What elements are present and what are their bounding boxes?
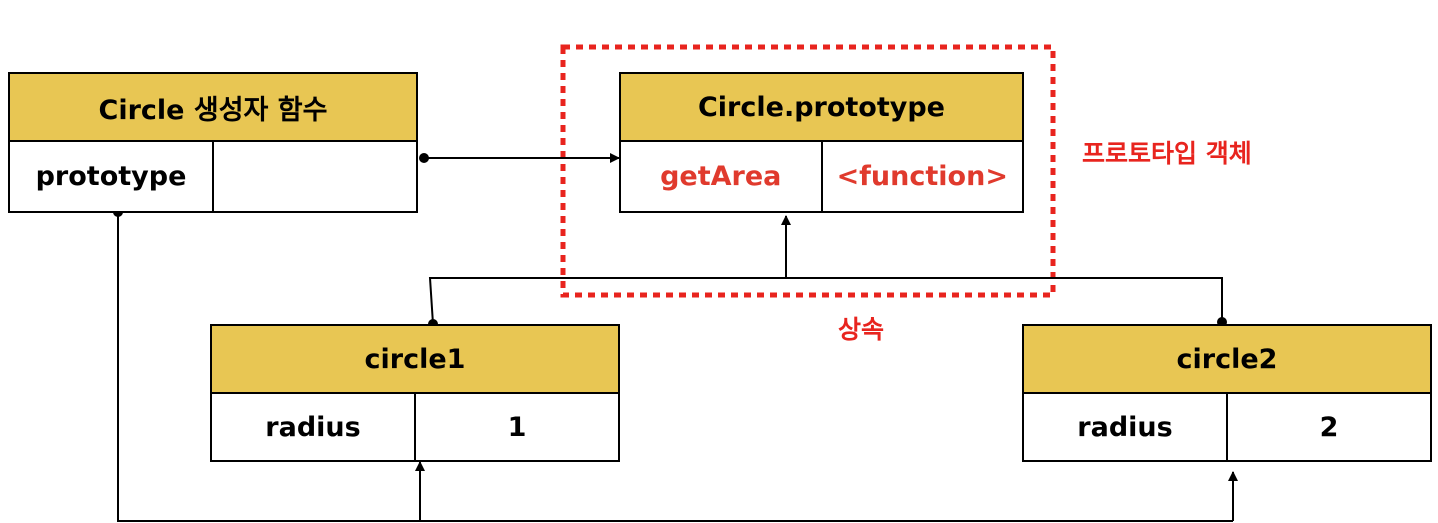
prototype-highlight-frame: [560, 44, 1056, 298]
circle2-radius-value: 2: [1226, 394, 1430, 460]
prototype-object-label: 프로토타입 객체: [1082, 139, 1252, 168]
circle1-radius-value: 1: [414, 394, 618, 460]
circle2-box: circle2 radius 2: [1022, 324, 1432, 462]
circle1-radius-key: radius: [265, 411, 361, 443]
circle1-box: circle1 radius 1: [210, 324, 620, 462]
circle2-radius-key: radius: [1077, 411, 1173, 443]
circle1-title: circle1: [212, 326, 618, 394]
circle2-title: circle2: [1024, 326, 1430, 394]
constructor-link-bottom: [117, 212, 1233, 522]
prototype-method-value: <function>: [820, 142, 1023, 211]
constructor-box: Circle 생성자 함수 prototype: [8, 72, 418, 213]
inheritance-link-circle1: [428, 277, 786, 325]
prototype-title: Circle.prototype: [621, 74, 1022, 142]
inheritance-link-circle2: [786, 277, 1223, 322]
inheritance-label: 상속: [838, 315, 885, 344]
prototype-link-origin-dot: [419, 153, 429, 163]
constructor-title: Circle 생성자 함수: [10, 74, 416, 142]
constructor-prototype-value: [212, 142, 416, 211]
constructor-prototype-key: prototype: [35, 161, 187, 192]
prototype-method-key: getArea: [660, 161, 782, 192]
prototype-box: Circle.prototype getArea <function>: [619, 72, 1024, 213]
